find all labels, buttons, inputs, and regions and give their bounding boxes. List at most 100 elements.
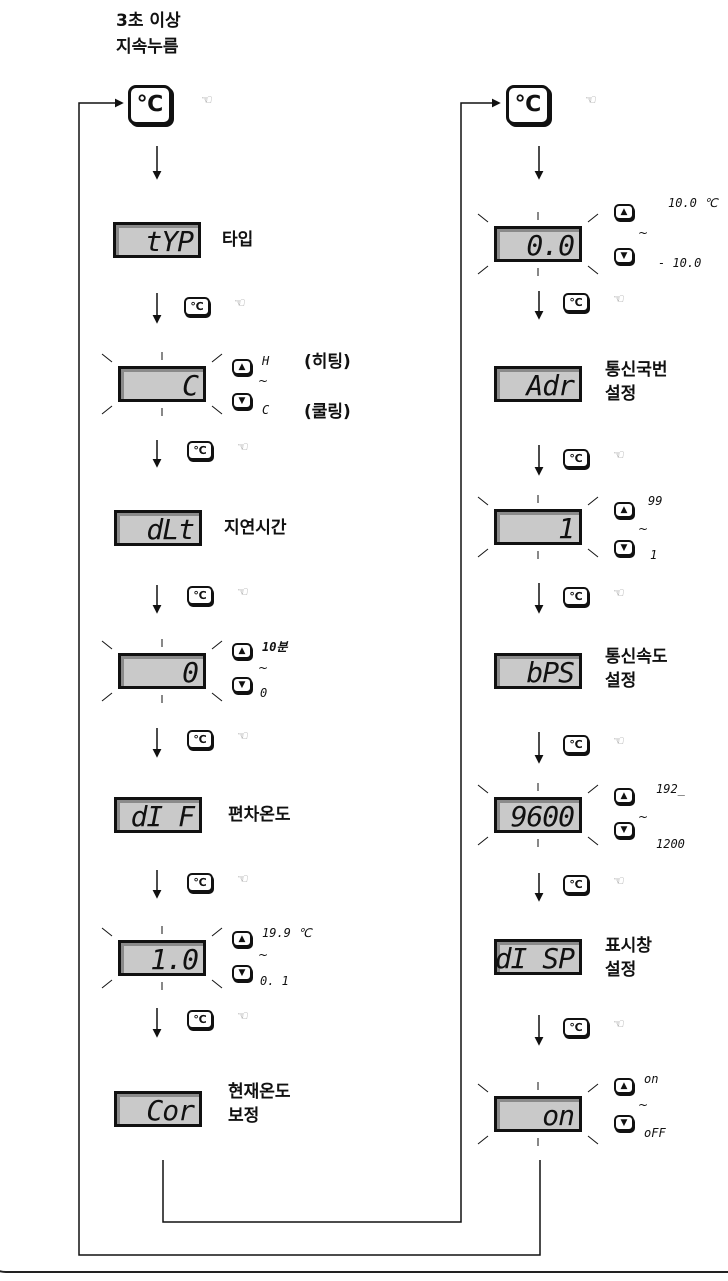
- display-text: tYP: [145, 225, 194, 258]
- display-text: dI F: [130, 800, 195, 833]
- lcd-display-display-value: on: [494, 1096, 582, 1132]
- lcd-display-correction: Cor: [114, 1091, 202, 1127]
- blink-ray: [101, 640, 113, 650]
- down-button[interactable]: ▼: [614, 822, 634, 838]
- range-up: 10분: [262, 640, 288, 654]
- blink-ray: [211, 979, 223, 989]
- up-button[interactable]: ▲: [614, 1078, 634, 1094]
- range-tilde: ~: [638, 1098, 649, 1112]
- up-button[interactable]: ▲: [614, 788, 634, 804]
- up-button[interactable]: ▲: [232, 643, 252, 659]
- down-button[interactable]: ▼: [614, 540, 634, 556]
- blink-ray: [587, 1135, 599, 1145]
- blink-ray: [477, 836, 489, 846]
- range-tilde: ~: [638, 522, 649, 536]
- celsius-step-button[interactable]: ℃: [187, 441, 213, 460]
- down-button[interactable]: ▼: [614, 248, 634, 264]
- celsius-step-button[interactable]: ℃: [563, 293, 589, 312]
- down-button[interactable]: ▼: [614, 1115, 634, 1131]
- display-text: 0.0: [526, 229, 575, 262]
- display-text: Cor: [146, 1094, 195, 1127]
- celsius-button-left[interactable]: ℃: [128, 85, 172, 125]
- celsius-step-button[interactable]: ℃: [187, 730, 213, 749]
- long-press-line2: 지속누름: [116, 37, 179, 57]
- lcd-display-delay: dLt: [114, 510, 202, 546]
- down-button[interactable]: ▼: [232, 965, 252, 981]
- range-up: 99: [648, 494, 663, 508]
- range-tilde: ~: [638, 810, 649, 824]
- up-button[interactable]: ▲: [232, 931, 252, 947]
- label-display-setting: 표시창 설정: [605, 936, 652, 980]
- blink-ray: [211, 405, 223, 415]
- celsius-step-button[interactable]: ℃: [563, 1018, 589, 1037]
- press-hand-icon: ☜: [237, 440, 249, 455]
- celsius-step-button[interactable]: ℃: [563, 449, 589, 468]
- celsius-step-button[interactable]: ℃: [563, 875, 589, 894]
- range-up: 192_: [656, 782, 685, 796]
- blink-ray: [101, 353, 113, 363]
- celsius-button-right[interactable]: ℃: [506, 85, 550, 125]
- celsius-step-button[interactable]: ℃: [187, 873, 213, 892]
- range-down: 1200: [656, 837, 685, 851]
- blink-ray: [477, 265, 489, 275]
- press-hand-icon: ☜: [201, 93, 213, 108]
- lcd-display-delay-value: 0: [118, 653, 206, 689]
- up-button[interactable]: ▲: [614, 204, 634, 220]
- range-down: 0. 1: [260, 974, 289, 988]
- lcd-display-type: tYP: [113, 222, 201, 258]
- display-text: 0: [182, 656, 199, 689]
- blink-ray: [101, 405, 113, 415]
- blink-ray: [587, 213, 599, 223]
- press-hand-icon: ☜: [585, 93, 597, 108]
- display-text: 1.0: [150, 943, 199, 976]
- celsius-step-button[interactable]: ℃: [187, 586, 213, 605]
- display-text: on: [542, 1099, 575, 1132]
- blink-ray: [211, 640, 223, 650]
- range-down: 0: [260, 686, 268, 700]
- range-tilde: ~: [258, 374, 269, 388]
- press-hand-icon: ☜: [237, 872, 249, 887]
- press-hand-icon: ☜: [613, 448, 625, 463]
- lcd-display-mode: C: [118, 366, 206, 402]
- blink-ray: [101, 927, 113, 937]
- blink-ray: [211, 353, 223, 363]
- label-deviation: 편차온도: [228, 805, 291, 825]
- blink-ray: [211, 927, 223, 937]
- down-button[interactable]: ▼: [232, 393, 252, 409]
- blink-ray: [477, 548, 489, 558]
- range-down: C: [262, 403, 270, 417]
- range-down: - 10.0: [658, 256, 702, 270]
- lcd-display-baud: bPS: [494, 653, 582, 689]
- press-hand-icon: ☜: [237, 729, 249, 744]
- display-text: dLt: [146, 513, 195, 546]
- press-hand-icon: ☜: [613, 292, 625, 307]
- range-down-text: (쿨링): [304, 402, 351, 422]
- celsius-step-button[interactable]: ℃: [563, 587, 589, 606]
- display-text: dI SP: [494, 942, 575, 975]
- celsius-step-button[interactable]: ℃: [563, 735, 589, 754]
- up-button[interactable]: ▲: [232, 359, 252, 375]
- display-text: 1: [558, 512, 575, 545]
- blink-ray: [211, 692, 223, 702]
- down-button[interactable]: ▼: [232, 677, 252, 693]
- celsius-step-button[interactable]: ℃: [187, 1010, 213, 1029]
- blink-ray: [587, 548, 599, 558]
- range-tilde: ~: [638, 226, 649, 240]
- press-hand-icon: ☜: [237, 1009, 249, 1024]
- lcd-display-offset: 0.0: [494, 226, 582, 262]
- press-hand-icon: ☜: [613, 1017, 625, 1032]
- celsius-step-button[interactable]: ℃: [184, 297, 210, 316]
- label-delay: 지연시간: [224, 518, 287, 538]
- up-button[interactable]: ▲: [614, 502, 634, 518]
- display-text: 9600: [510, 800, 575, 833]
- blink-ray: [101, 692, 113, 702]
- press-hand-icon: ☜: [613, 874, 625, 889]
- label-address: 통신국번 설정: [605, 360, 668, 404]
- lcd-display-display-setting: dI SP: [494, 939, 582, 975]
- press-hand-icon: ☜: [234, 296, 246, 311]
- blink-ray: [477, 784, 489, 794]
- range-tilde: ~: [258, 948, 269, 962]
- blink-ray: [477, 496, 489, 506]
- display-text: C: [182, 369, 199, 402]
